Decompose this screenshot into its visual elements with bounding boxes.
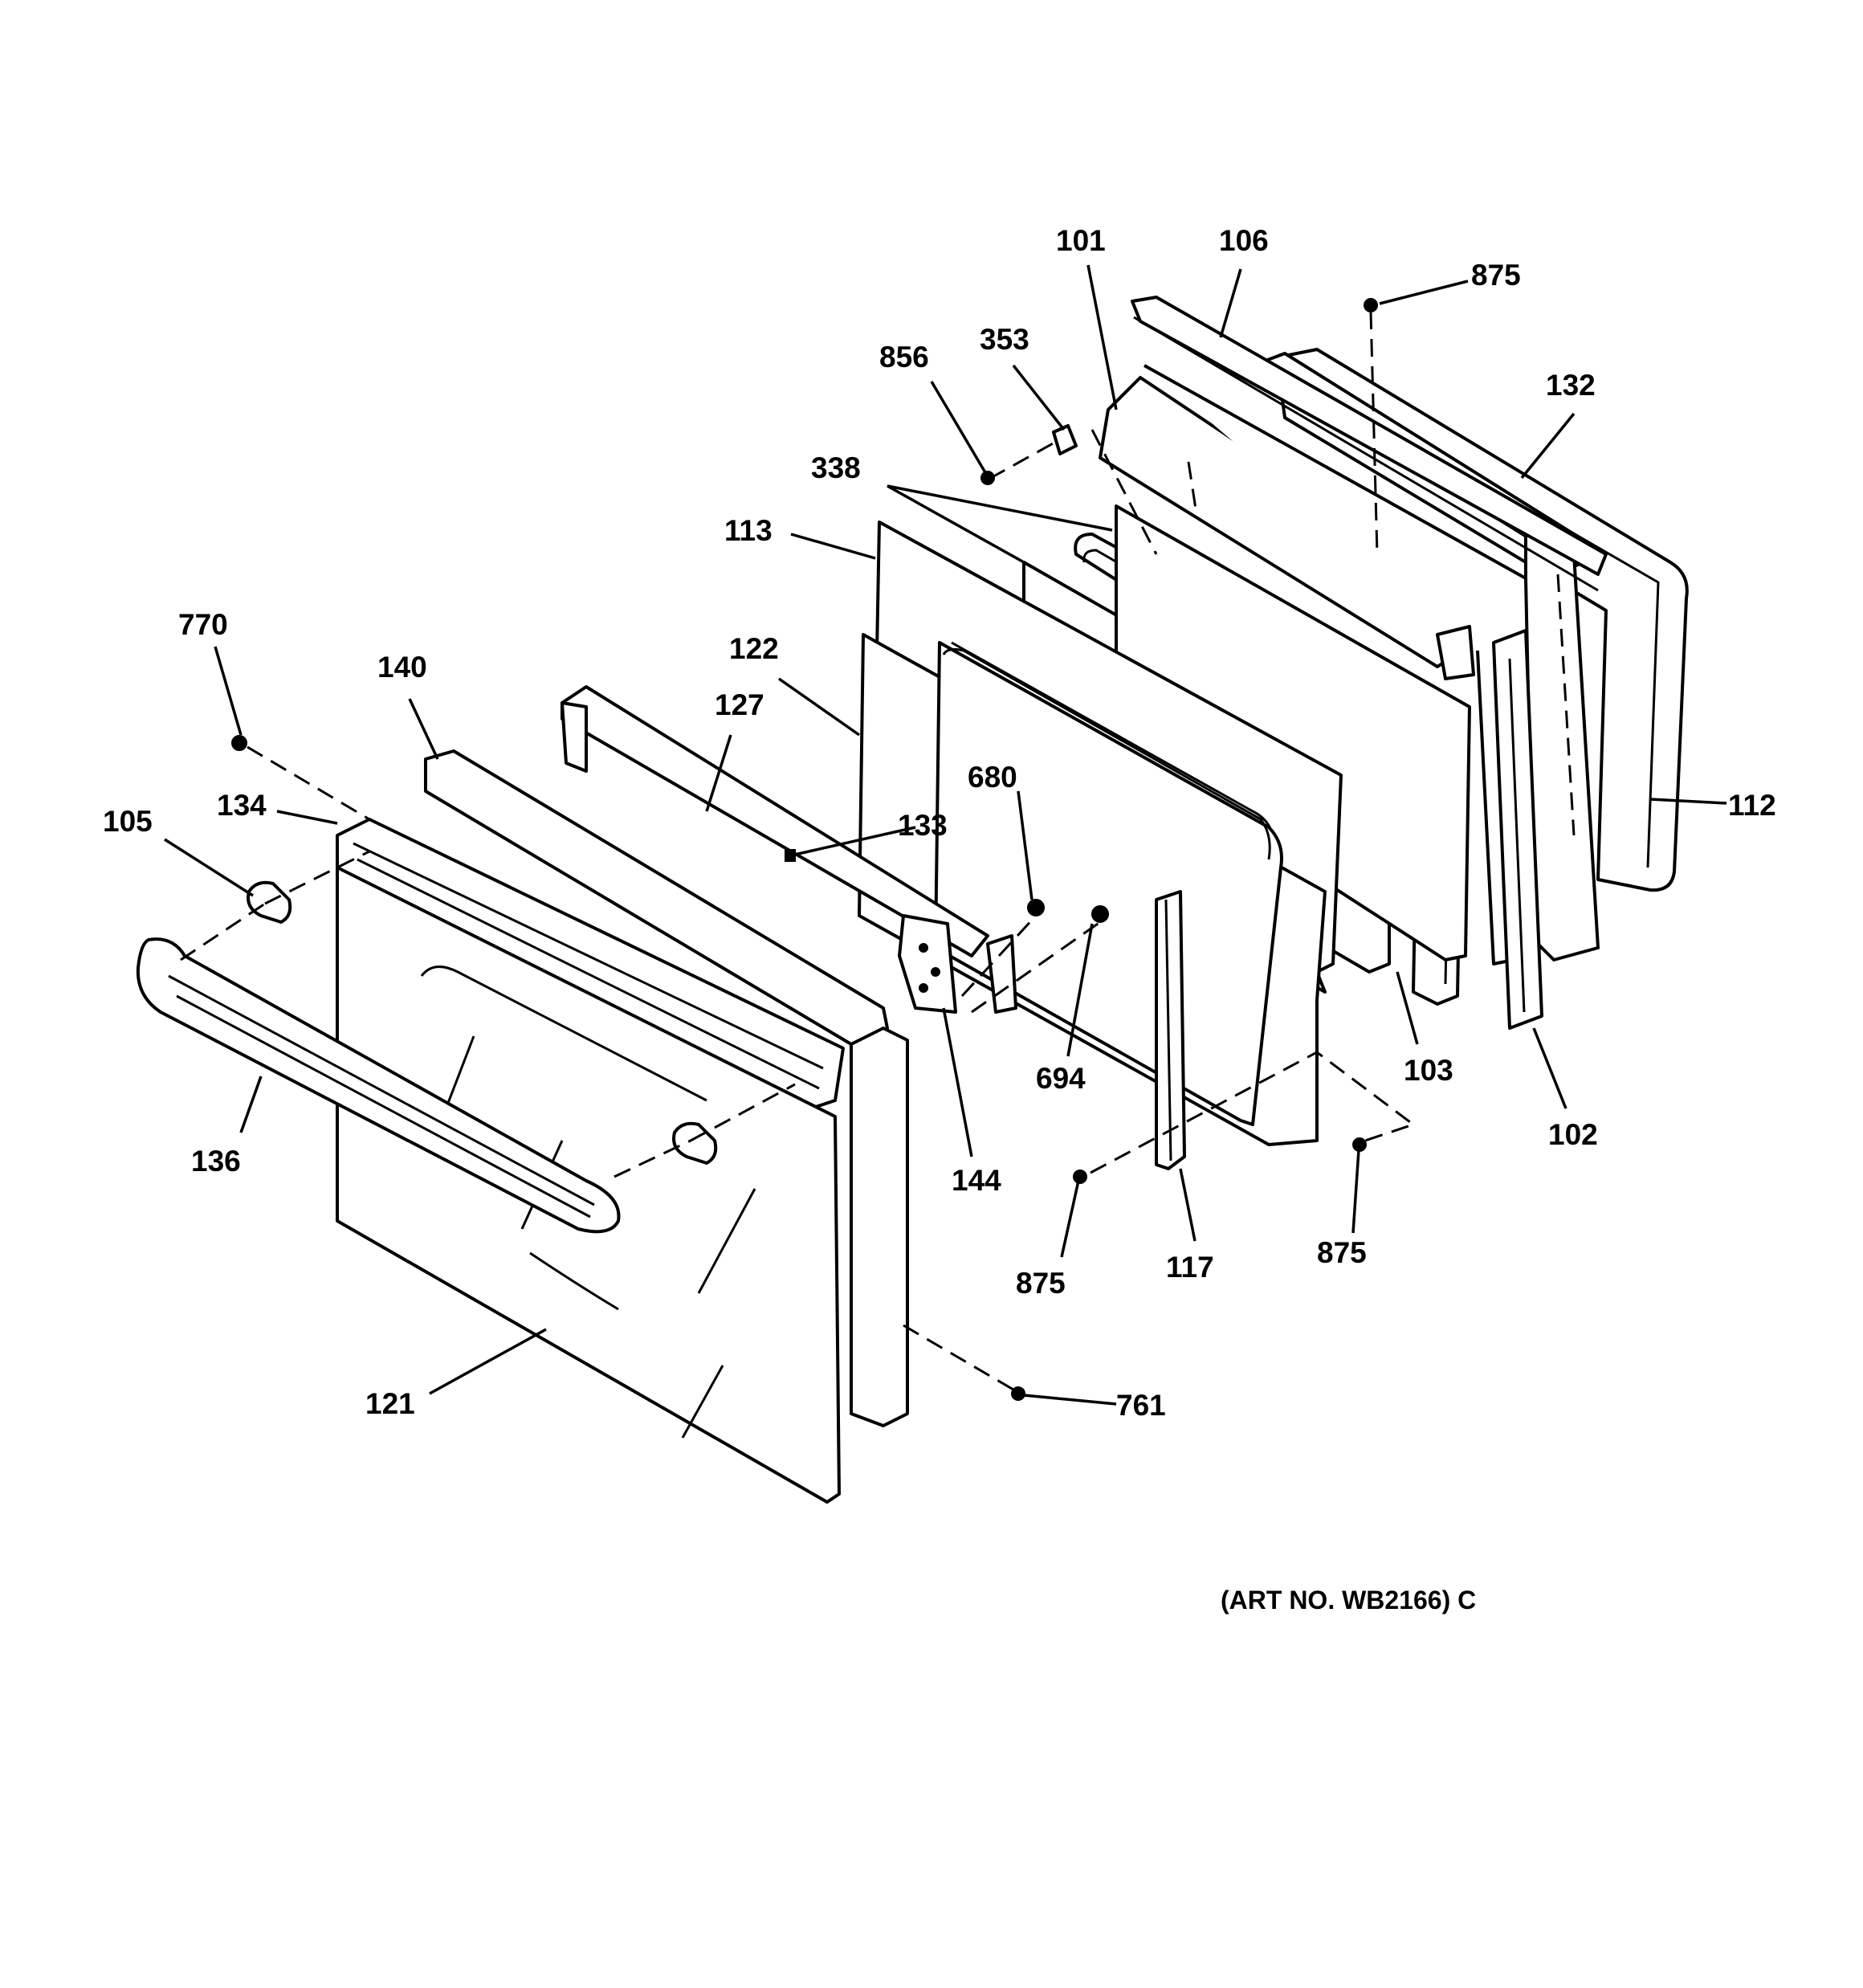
callout-106: 106: [1219, 224, 1269, 257]
part-122-glass-panel: [858, 633, 1327, 1146]
art-number: (ART NO. WB2166) C: [1221, 1586, 1476, 1614]
callout-117: 117: [1166, 1251, 1214, 1284]
callout-112: 112: [1728, 789, 1776, 822]
part-106-top-channel: [1131, 296, 1608, 592]
callout-121: 121: [365, 1387, 415, 1420]
callout-875-right: 875: [1317, 1236, 1367, 1269]
screw-694: [1091, 905, 1109, 923]
callout-338: 338: [811, 451, 861, 484]
callout-144: 144: [952, 1164, 1001, 1197]
callout-113: 113: [724, 514, 773, 547]
callout-133: 133: [898, 809, 948, 842]
callout-680: 680: [968, 761, 1017, 794]
hinge-bracket-small: [986, 934, 1017, 1014]
screw-875-right: [1352, 1137, 1367, 1152]
callout-856: 856: [879, 341, 929, 374]
screw-856: [980, 471, 995, 485]
part-353-latch: [1052, 424, 1078, 455]
screw-770: [231, 735, 247, 751]
part-102-side-strip: [1492, 629, 1543, 1030]
callout-102: 102: [1548, 1118, 1598, 1151]
part-127-top-plate: [561, 685, 989, 957]
screw-761: [1011, 1386, 1025, 1401]
screws: [231, 298, 1378, 1401]
callout-105: 105: [103, 805, 153, 838]
part-140-channel: [424, 749, 909, 1427]
callout-labels: 101 106 875 132 353 856 338 113 770 140 …: [103, 224, 1776, 1422]
leader-lines: [164, 264, 1727, 1406]
callout-122: 122: [729, 632, 779, 665]
callout-134: 134: [217, 789, 267, 822]
callout-132: 132: [1546, 369, 1596, 402]
callout-353: 353: [980, 323, 1029, 356]
part-144-hinge-bracket: [898, 914, 957, 1014]
screw-680: [1027, 899, 1045, 916]
callout-875-top: 875: [1471, 259, 1521, 292]
callout-136: 136: [191, 1145, 241, 1178]
assembly-lines: [180, 311, 1576, 1391]
screw-875-left: [1073, 1170, 1087, 1184]
callout-770: 770: [178, 608, 228, 641]
callout-875-left: 875: [1016, 1267, 1066, 1300]
callout-127: 127: [715, 688, 764, 721]
callout-140: 140: [377, 651, 427, 684]
screw-875-top: [1364, 298, 1378, 312]
callout-694: 694: [1036, 1062, 1086, 1095]
part-117-hinge-strip: [1155, 890, 1186, 1170]
callout-103: 103: [1404, 1054, 1453, 1087]
callout-101: 101: [1056, 224, 1106, 257]
callout-761: 761: [1116, 1389, 1166, 1422]
